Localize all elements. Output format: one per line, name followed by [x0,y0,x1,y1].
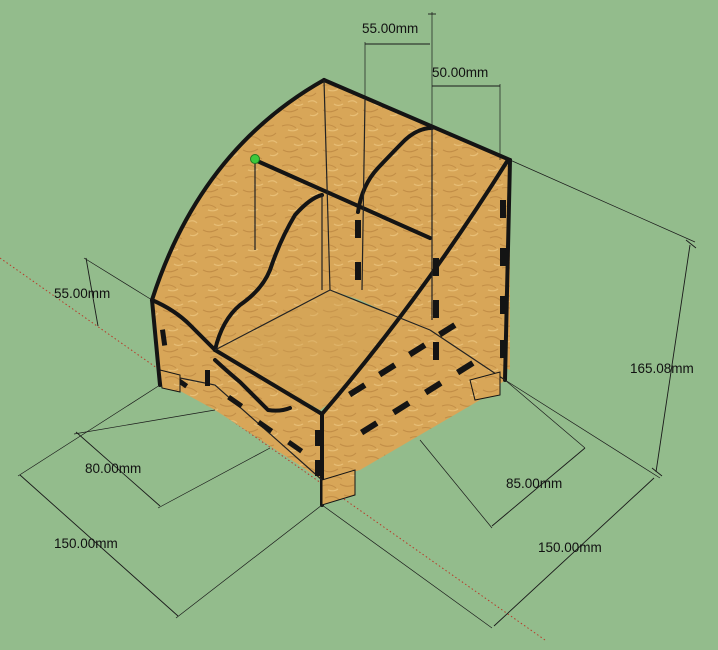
foot-back [469,371,501,401]
dimension-label-right-width: 150.00mm [538,540,602,555]
dimension-label-left-height: 55.00mm [54,286,111,301]
box-model[interactable] [150,78,512,507]
dimension-label-total-height: 165.08mm [630,361,694,376]
dimension-label-left-depth: 150.00mm [54,536,118,551]
dimension-label-front-compartment: 80.00mm [85,461,142,476]
foot-left [159,369,181,393]
divider-panel[interactable] [358,128,432,212]
foot-right [321,469,356,506]
dimension-label-top-divider: 55.00mm [362,21,419,36]
dimension-label-top-slot: 50.00mm [432,65,489,80]
red-axis [0,257,546,641]
dimension-label-right-compartment: 85.00mm [506,476,563,491]
left-side-panel[interactable] [152,80,330,375]
vertex-marker[interactable] [250,154,260,164]
dimension-lines [17,12,697,629]
right-side-panel[interactable] [322,160,508,480]
